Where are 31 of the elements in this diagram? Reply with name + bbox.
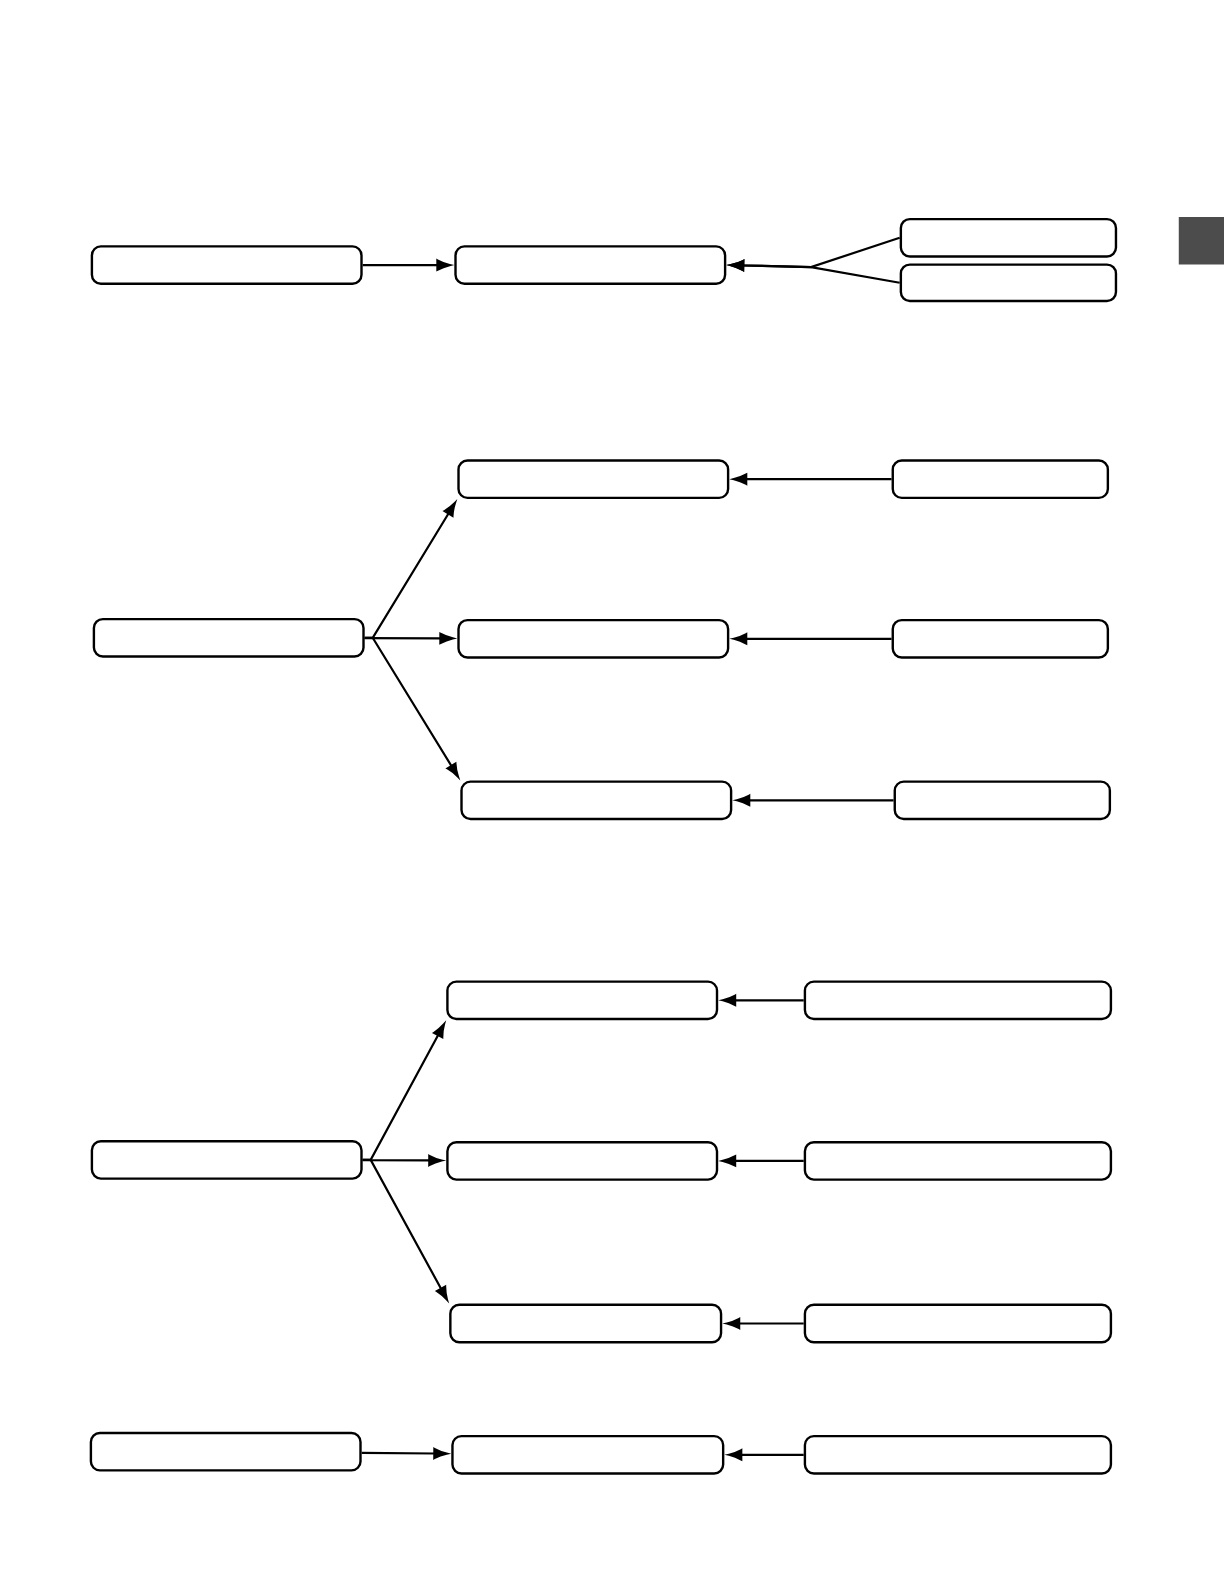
- rounded-box: [899, 217, 1118, 258]
- rounded-box: [460, 780, 733, 821]
- arrow: [732, 633, 892, 645]
- rounded-box: [90, 245, 363, 285]
- rounded-box: [454, 245, 727, 285]
- rounded-box: [803, 1303, 1113, 1344]
- rounded-box: [899, 263, 1118, 303]
- rounded-box: [451, 1434, 725, 1475]
- rounded-box: [446, 1141, 719, 1181]
- rounded-box: [457, 459, 730, 500]
- arrow: [721, 1155, 804, 1167]
- rounded-box: [90, 1140, 363, 1180]
- arrow: [362, 1158, 448, 1301]
- rounded-box: [92, 617, 365, 658]
- rounded-box: [891, 618, 1110, 659]
- arrow: [729, 259, 900, 284]
- rounded-box: [803, 980, 1113, 1021]
- rounded-box: [457, 618, 730, 659]
- rounded-box: [891, 459, 1110, 500]
- rounded-box: [446, 980, 719, 1021]
- rounded-box: [803, 1434, 1113, 1475]
- rounded-box: [449, 1303, 723, 1344]
- arrow: [727, 1449, 804, 1461]
- arrow: [735, 794, 894, 806]
- arrow: [721, 994, 804, 1006]
- arrow: [364, 636, 459, 778]
- rounded-box: [893, 780, 1112, 821]
- arrow: [362, 259, 451, 271]
- arrow: [732, 473, 892, 485]
- rounded-box: [89, 1431, 362, 1472]
- rounded-box: [803, 1141, 1113, 1181]
